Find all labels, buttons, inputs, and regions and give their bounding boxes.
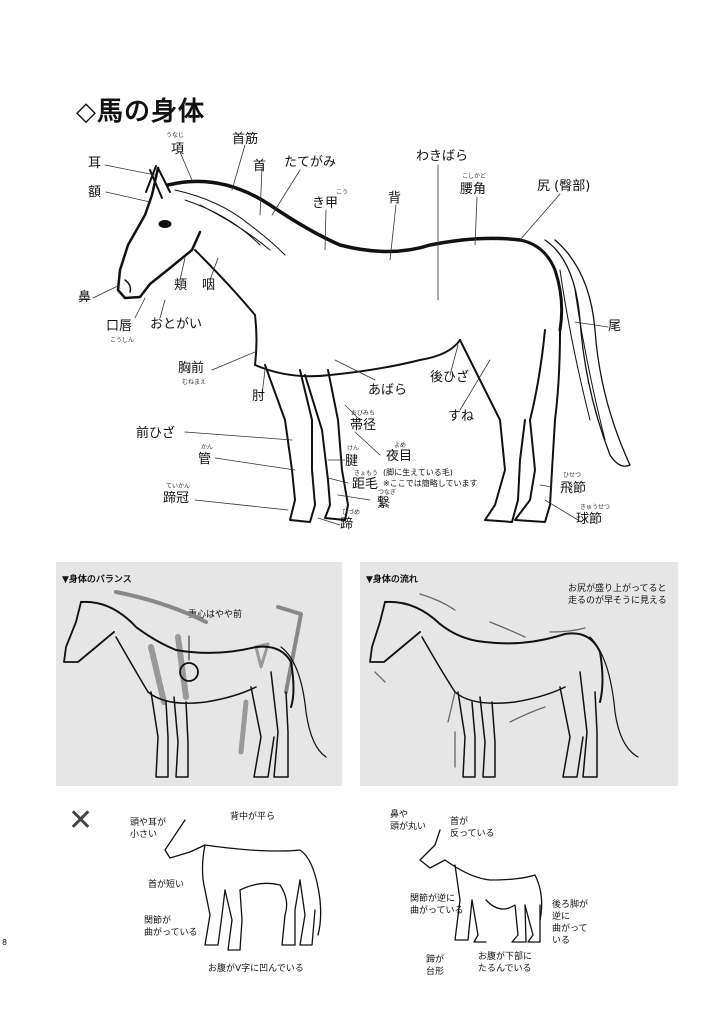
label-poll: 項 [171,142,185,157]
label-girth: 帯径 [350,418,377,433]
balance-panel: ▼身体のバランス 重心はやや前 [56,562,342,786]
bad-note-nose-2: 頭が丸い [390,822,427,832]
ruby-cannon: かん [201,444,214,451]
label-feather: 距毛 [352,477,379,492]
label-tendon: 腱 [345,454,359,469]
label-coronet: 蹄冠 [163,491,190,506]
bad-note-hoof-1: 蹄が [426,955,445,965]
ruby-feather: きょもう [354,470,378,477]
label-nose: 鼻 [78,290,92,305]
bad-note-nose-1: 鼻や [390,810,409,820]
label-fetlock: 球節 [576,512,603,527]
label-neck: 首 [253,159,267,174]
label-withers: き甲 [312,196,339,211]
bad-note-joint2-1: 関節が逆に [410,894,456,904]
ruby-hock: ひせつ [563,472,582,479]
ruby-chestnut: よめ [394,442,407,449]
flow-horse-drawing [369,593,639,778]
label-chest: 胸前 [178,361,205,376]
bad-note-hoof-2: 台形 [426,967,445,977]
label-chin: おとがい [150,317,203,332]
label-forehead: 額 [88,185,102,200]
bad-note-neck2-2: 反っている [450,829,495,839]
flow-panel: ▼身体の流れ お尻が盛り上がってると 走るのが早そうに見える [360,562,678,786]
bad-note-joint-1: 関節が [144,916,172,926]
ruby-pastern: つなぎ [378,489,397,496]
ruby-fetlock: きゅうせつ [580,504,611,511]
label-back: 背 [388,191,402,206]
flow-note-2: 走るのが早そうに見える [568,596,667,606]
bad-note-hind-4: いる [552,936,571,946]
label-hoof: 蹄 [340,517,354,532]
label-flank: わきばら [416,149,469,164]
note-feather-1: (脚に生えている毛) [383,468,453,477]
balance-horse-drawing [63,590,327,778]
label-cheek: 頬 [174,278,188,293]
flow-panel-title: ▼身体の流れ [366,575,418,585]
ruby-lips: こうしん [110,337,135,344]
ruby-chest: むねまえ [182,379,207,386]
label-ribs: あばら [368,383,408,398]
ruby-coronet: ていかん [166,483,191,490]
balance-note: 重心はやや前 [188,610,243,620]
bad-note-joint2-2: 曲がっている [410,906,464,916]
label-gaskin: すね [448,409,475,424]
bad-note-belly2-2: たるんでいる [478,964,532,974]
balance-panel-title: ▼身体のバランス [62,575,132,585]
bad-note-hind-1: 後ろ脚が [552,900,589,910]
label-stifle: 後ひざ [430,370,470,385]
label-mane: たてがみ [284,155,337,170]
ruby-girth: おびみち [351,410,376,417]
bad-note-belly: お腹がV字に凹んでいる [208,964,304,974]
page-number: 8 [2,938,8,947]
bad-note-belly2-1: お腹が下部に [478,952,533,962]
flow-note-1: お尻が盛り上がってると [568,584,667,594]
bad-note-hind-2: 逆に [552,912,571,922]
label-hip: 腰角 [460,182,487,197]
label-hock: 飛節 [560,481,587,496]
ruby-withers: こう [336,189,349,196]
label-throat: 咽 [202,278,216,293]
label-chestnut: 夜目 [386,449,413,464]
bad-note-back: 背中が平ら [230,812,276,822]
bad-note-hind-3: 曲がって [552,924,588,934]
bad-note-head-1: 頭や耳が [130,818,167,828]
page-title: ◇馬の身体 [76,97,205,127]
label-knee: 前ひざ [136,426,176,441]
label-neck-line: 首筋 [232,132,259,147]
ruby-hoof: ひづめ [342,509,361,516]
ruby-poll: うなじ [166,132,185,139]
bad-note-neck: 首が短い [148,880,185,890]
label-pastern: 繋 [377,496,391,511]
ruby-hip: こしかど [462,173,487,180]
label-elbow: 肘 [252,389,266,404]
bad-note-joint-2: 曲がっている [144,928,198,938]
label-ear: 耳 [88,156,102,171]
label-cannon: 管 [198,452,212,467]
ruby-tendon: けん [347,445,360,452]
bad-note-neck2-1: 首が [450,817,469,827]
bad-note-head-2: 小さい [130,830,158,840]
label-tail: 尾 [608,319,622,334]
label-lips: 口唇 [106,319,133,334]
bad-example-mark: ✕ [68,803,94,838]
note-feather-2: ※ここでは簡略しています [383,479,478,488]
label-croup: 尻 (臀部) [537,179,591,194]
